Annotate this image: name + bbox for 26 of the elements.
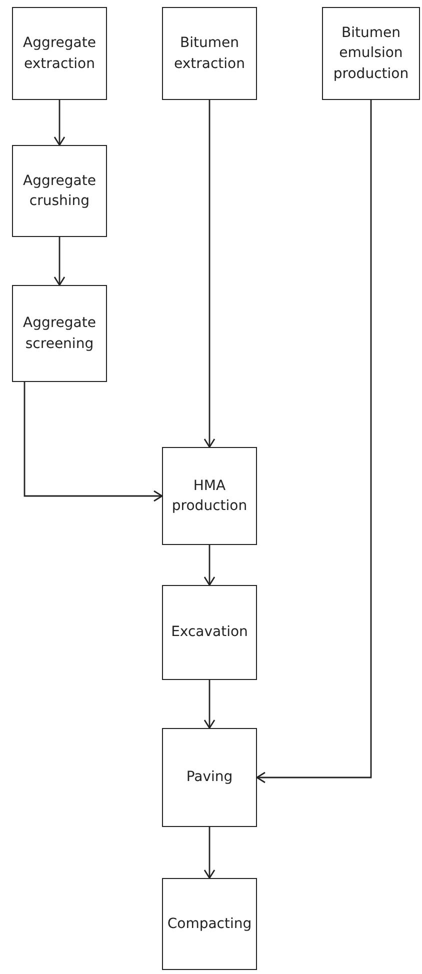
arrow (54, 237, 66, 286)
box-label: Aggregate extraction (22, 34, 97, 74)
box-label: Paving (186, 768, 233, 788)
box-label: Compacting (167, 914, 252, 934)
box-label: Excavation (171, 623, 248, 642)
process-box (162, 728, 257, 827)
process-box (162, 585, 257, 680)
arrow (24, 382, 163, 502)
process-box (162, 447, 257, 545)
arrow (256, 100, 372, 784)
arrow (204, 100, 216, 448)
process-box (12, 7, 107, 100)
process-box (162, 878, 257, 970)
box-label: Bitumen emulsion production (332, 24, 410, 84)
arrow (204, 827, 216, 879)
box-label: Aggregate crushing (22, 172, 97, 211)
process-box (162, 7, 257, 100)
arrow (204, 680, 216, 729)
process-box (12, 285, 107, 382)
process-box (322, 7, 420, 100)
arrow (54, 100, 66, 146)
arrow (204, 545, 216, 586)
box-label: Bitumen extraction (173, 34, 246, 74)
process-box (12, 145, 107, 237)
box-label: HMA production (170, 476, 248, 516)
box-label: Aggregate screening (22, 314, 97, 354)
